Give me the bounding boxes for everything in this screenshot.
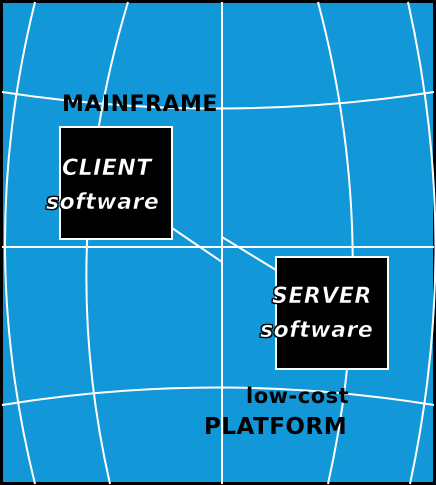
- mainframe-label: MAINFRAME: [62, 92, 218, 117]
- grid-line-horizontal-top: [1, 91, 435, 110]
- grid-line-vertical-far-left: [4, 1, 36, 485]
- platform-label: PLATFORM: [204, 414, 348, 440]
- server-subtitle: software: [260, 318, 374, 344]
- grid-line-vertical-left: [85, 1, 129, 485]
- low-cost-label: low-cost: [246, 384, 350, 408]
- connector-segment-server: [221, 236, 277, 271]
- connector-segment-client: [171, 227, 223, 263]
- client-software-box: [59, 126, 173, 240]
- server-title: SERVER: [272, 284, 372, 310]
- server-software-box: [275, 256, 389, 370]
- grid-line-vertical-far-right: [407, 1, 436, 485]
- client-subtitle: software: [46, 190, 160, 216]
- client-title: CLIENT: [62, 156, 152, 182]
- grid-line-vertical-right: [317, 1, 354, 485]
- grid-line-horizontal-bottom: [1, 386, 435, 406]
